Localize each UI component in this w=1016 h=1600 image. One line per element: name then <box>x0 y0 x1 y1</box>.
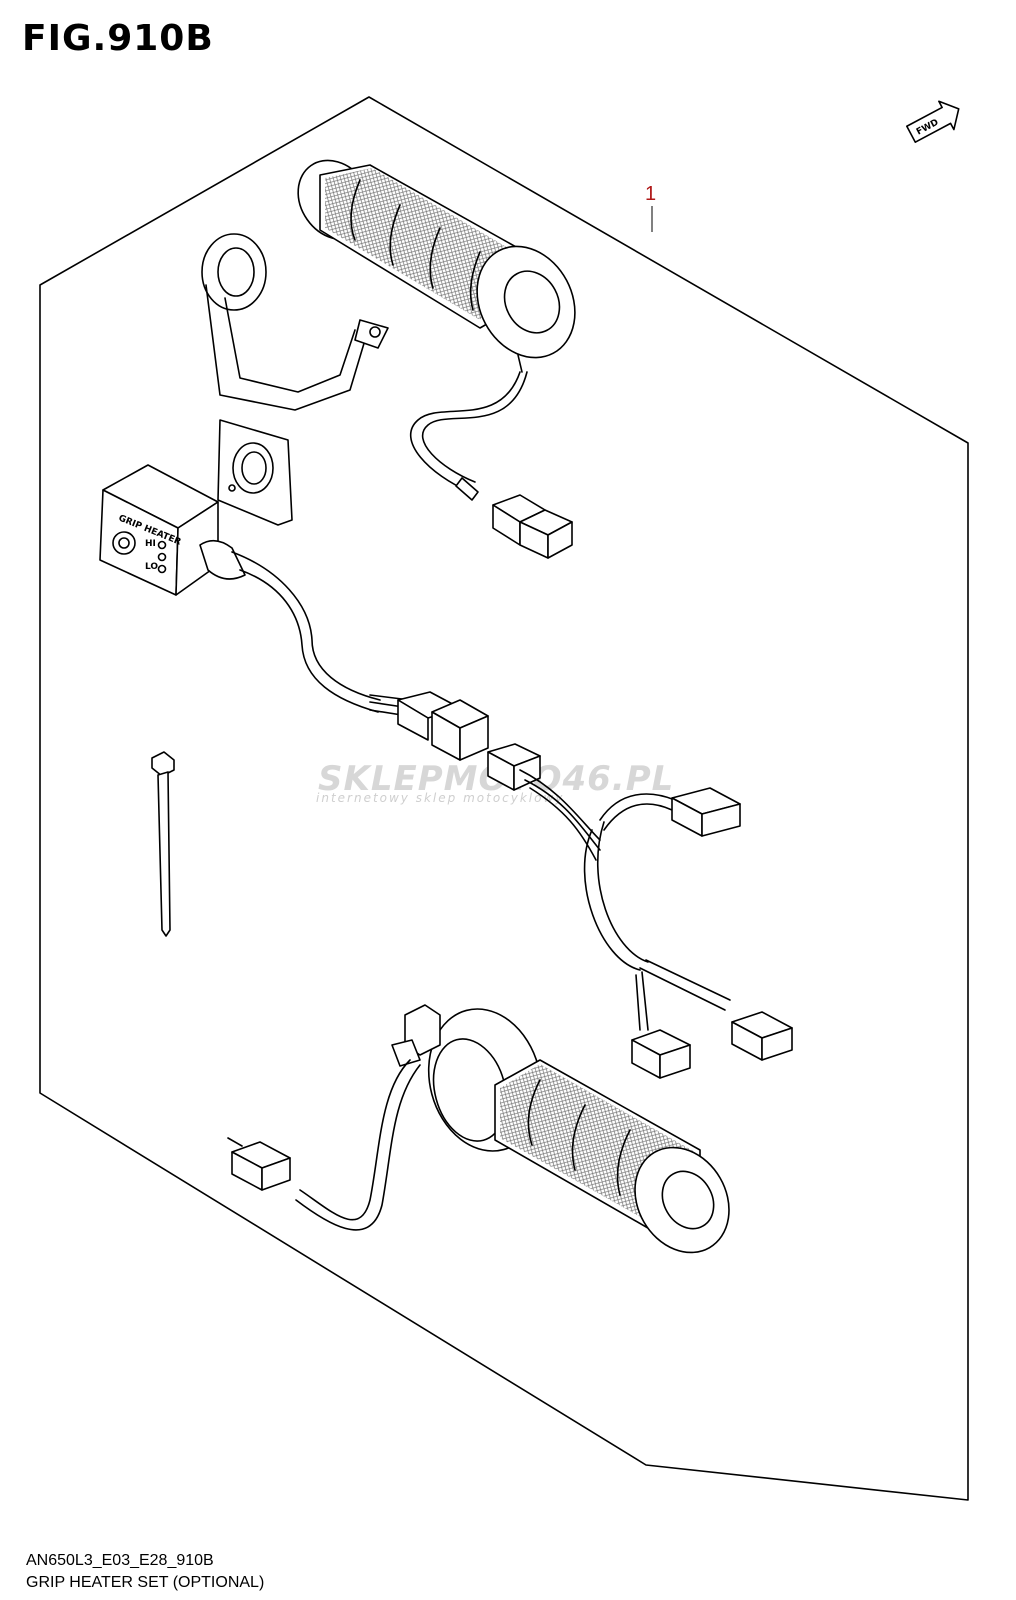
main-wire-harness <box>487 743 793 1079</box>
fwd-arrow-icon: FWD <box>906 100 960 143</box>
model-code: AN650L3_E03_E28_910B <box>26 1552 214 1569</box>
grip-heater-switch: GRIP HEATER HI LO <box>99 464 246 596</box>
figure-title: FIG.910B <box>22 18 214 59</box>
cable-tie <box>151 751 175 937</box>
svg-text:LO: LO <box>145 562 158 572</box>
svg-text:internetowy sklep motocyklowy: internetowy sklep motocyklowy <box>316 791 564 805</box>
lower-heated-grip <box>227 1004 730 1254</box>
switch-wire-harness <box>231 551 489 761</box>
switch-mounting-bracket <box>201 233 389 526</box>
upper-heated-grip <box>297 159 576 559</box>
svg-text:HI: HI <box>145 539 156 549</box>
svg-text:1: 1 <box>645 183 656 205</box>
kit-boundary <box>39 96 969 1501</box>
figure-description: GRIP HEATER SET (OPTIONAL) <box>26 1574 265 1591</box>
callout-1[interactable]: 1 <box>645 183 656 232</box>
